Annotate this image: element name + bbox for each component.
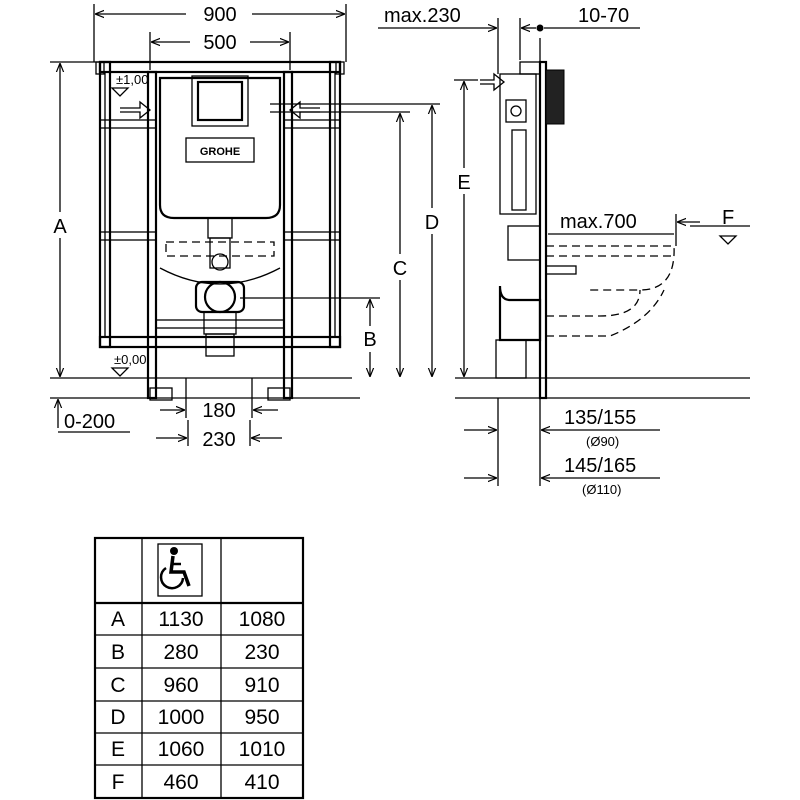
d135-155-label: 135/155 xyxy=(564,407,636,429)
max700-label: max.700 xyxy=(560,211,637,233)
row-key: B xyxy=(111,641,125,664)
side-water-inlet xyxy=(480,72,506,92)
dim-E: E xyxy=(454,79,478,376)
row-accessible: 410 xyxy=(244,771,279,794)
dim-D-label: D xyxy=(425,212,439,234)
level-marker-top: ±1,00 xyxy=(110,72,148,97)
range-10-70-label: 10-70 xyxy=(578,5,629,27)
row-standard: 1130 xyxy=(158,608,203,631)
cistern: GROHE xyxy=(158,75,282,271)
dim-230: 230 xyxy=(156,420,282,451)
row-standard: 1060 xyxy=(158,738,205,761)
dim-180: 180 xyxy=(160,378,278,422)
offset-0-200-label: 0-200 xyxy=(64,411,115,433)
width-900-label: 900 xyxy=(203,4,236,26)
dim-max230: max.230 xyxy=(378,5,499,74)
row-accessible: 230 xyxy=(244,641,279,664)
dim-F-label: F xyxy=(722,207,734,229)
spacing-230-label: 230 xyxy=(202,429,235,451)
dim-B-label: B xyxy=(363,329,376,351)
brand-plate xyxy=(185,137,255,163)
dim-500: 500 xyxy=(149,32,291,70)
row-key: A xyxy=(111,608,125,631)
brand-label: GROHE xyxy=(200,146,240,158)
row-accessible: 1080 xyxy=(239,608,286,631)
row-standard: 1000 xyxy=(158,706,205,729)
spacing-180-label: 180 xyxy=(202,400,235,422)
level-zero-label: ±0,00 xyxy=(114,352,146,367)
wheelchair-icon xyxy=(157,543,203,597)
dia90-label: (Ø90) xyxy=(586,434,619,449)
row-standard: 280 xyxy=(163,641,198,664)
table-row: D 1000 950 xyxy=(110,706,279,729)
dim-D: D xyxy=(425,106,439,376)
bowl-outline xyxy=(159,267,281,285)
front-view: GROHE ±1,00 xyxy=(50,4,440,451)
flush-plate xyxy=(545,69,565,125)
dim-E-label: E xyxy=(457,172,470,194)
dim-B: B xyxy=(240,297,380,376)
dimension-table: A 1130 1080 B 280 230 C 960 910 D 1000 9… xyxy=(93,536,305,800)
dim-145-165: 145/165 (Ø110) xyxy=(464,455,660,497)
dim-A: A xyxy=(50,61,100,376)
side-frame xyxy=(480,38,565,400)
dim-max700: max.700 xyxy=(548,211,700,246)
row-accessible: 1010 xyxy=(239,738,286,761)
row-accessible: 910 xyxy=(244,674,279,697)
dia110-label: (Ø110) xyxy=(582,482,622,497)
dim-A-label: A xyxy=(53,216,67,238)
table-row: B 280 230 xyxy=(111,641,280,664)
row-key: D xyxy=(110,706,125,729)
d145-165-label: 145/165 xyxy=(564,455,636,477)
side-view: max.230 10-70 E max.700 F xyxy=(378,5,750,497)
dim-C-label: C xyxy=(393,258,407,280)
wc-bowl xyxy=(495,225,675,379)
table-row: E 1060 1010 xyxy=(111,738,285,761)
table-row: F 460 410 xyxy=(112,771,280,794)
level-top-label: ±1,00 xyxy=(116,72,148,87)
dim-C: C xyxy=(393,114,407,376)
table-row: C 960 910 xyxy=(110,674,279,697)
level-marker-zero: ±0,00 xyxy=(110,352,146,377)
dim-10-70: 10-70 xyxy=(519,5,640,60)
row-key: E xyxy=(111,738,125,761)
dim-0-200: 0-200 xyxy=(58,400,130,433)
max230-label: max.230 xyxy=(384,5,461,27)
waste-pipe xyxy=(194,280,246,357)
dim-F: F xyxy=(690,207,750,245)
table-row: A 1130 1080 xyxy=(111,608,285,631)
dim-900: 900 xyxy=(93,4,347,62)
row-key: C xyxy=(110,674,125,697)
row-accessible: 950 xyxy=(244,706,279,729)
flush-outline xyxy=(165,241,275,257)
frame xyxy=(95,60,345,401)
row-standard: 960 xyxy=(163,674,198,697)
water-inlet-left xyxy=(120,100,152,120)
dim-135-155: 135/155 (Ø90) xyxy=(464,398,660,486)
width-500-label: 500 xyxy=(203,32,236,54)
row-key: F xyxy=(112,771,125,794)
row-standard: 460 xyxy=(163,771,198,794)
